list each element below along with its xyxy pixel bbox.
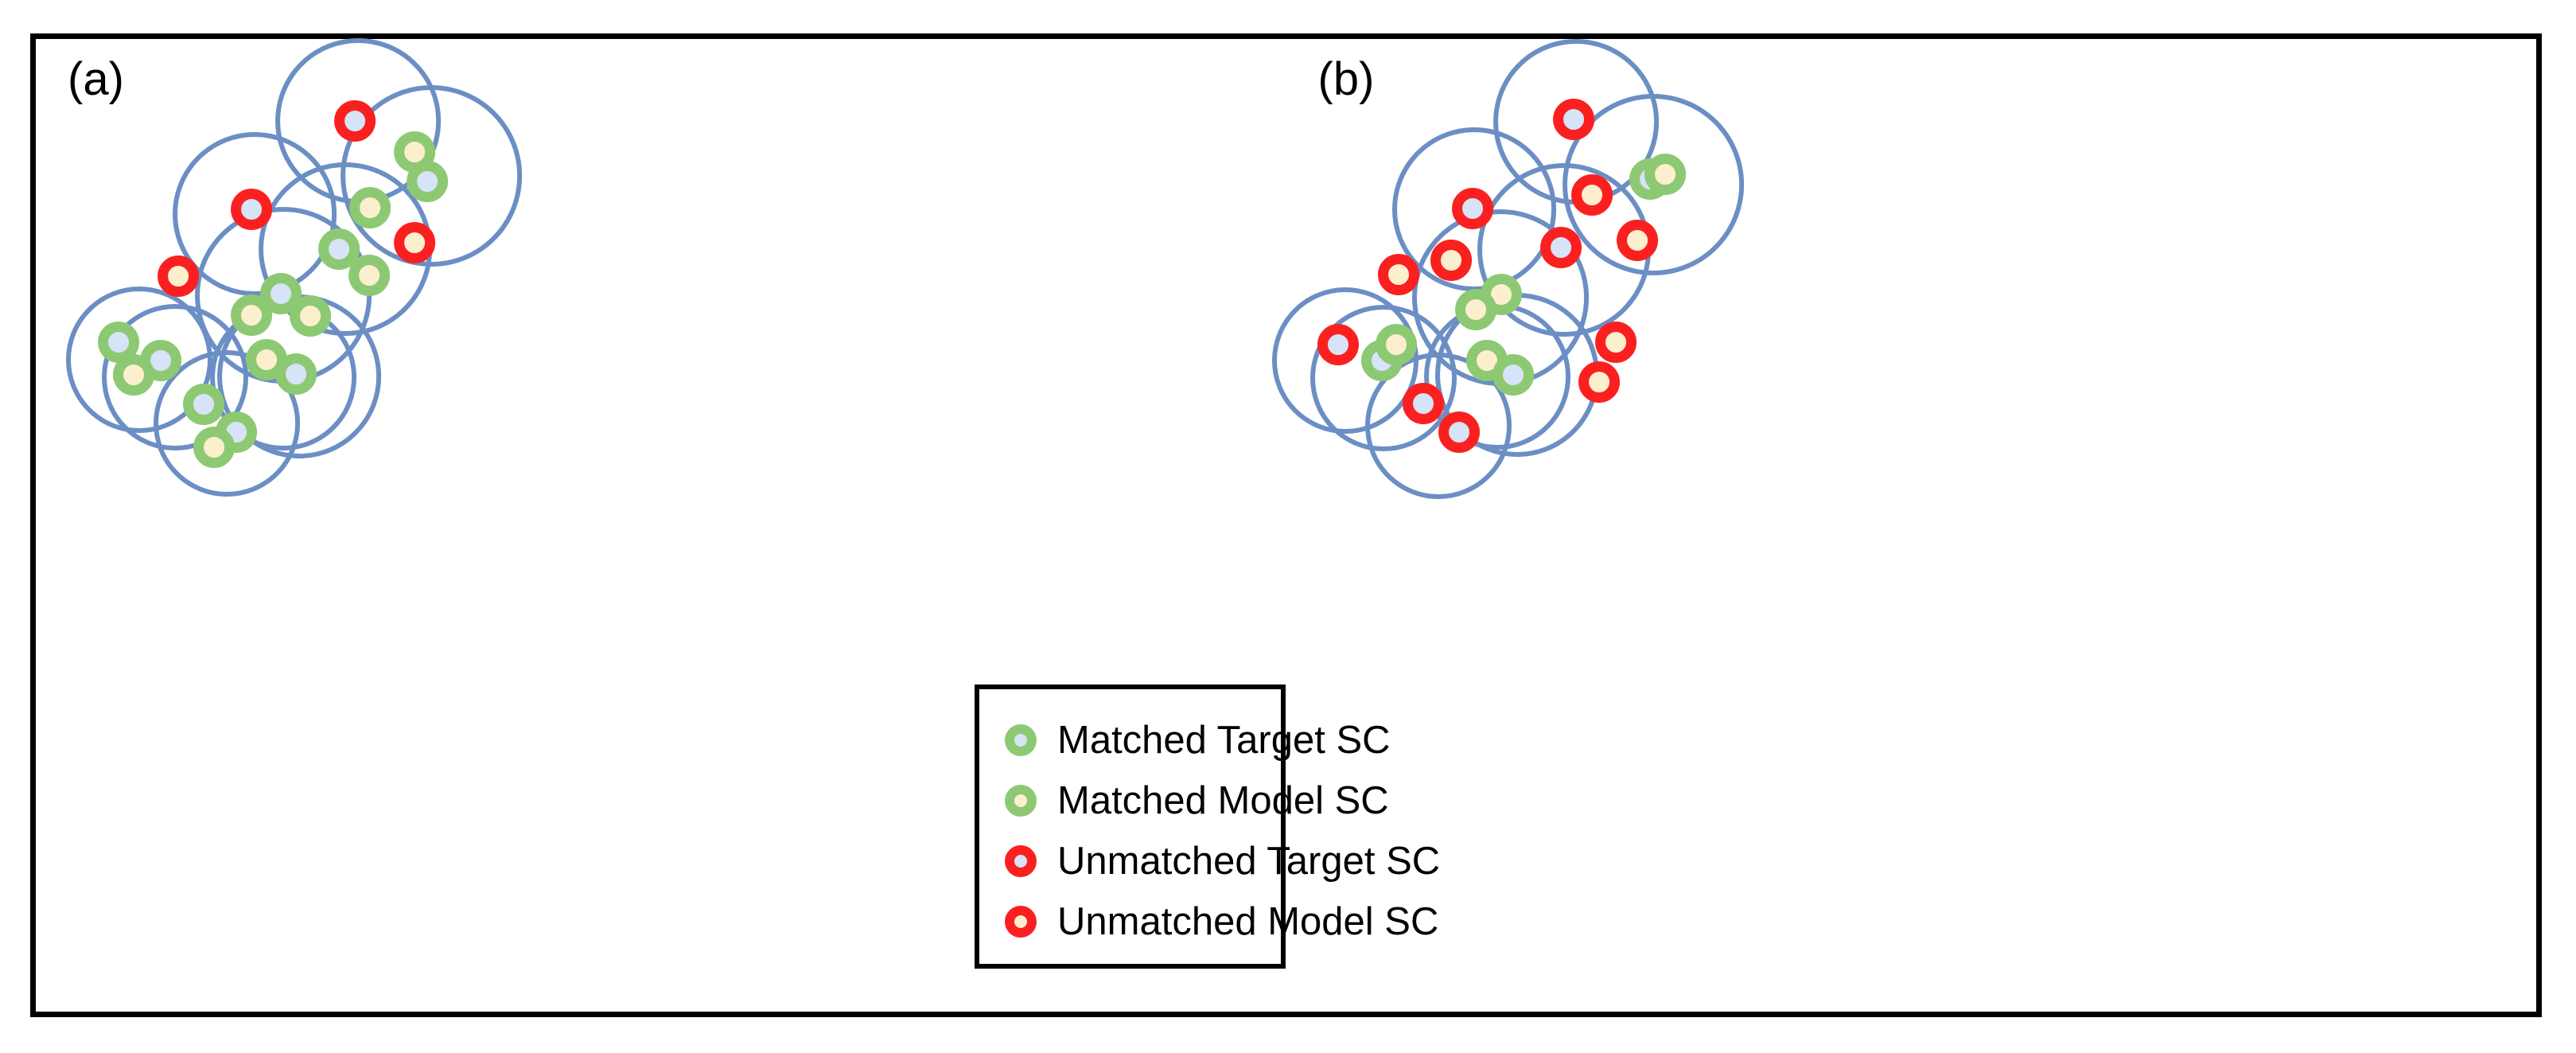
legend-item: Unmatched Target SC: [979, 831, 1440, 891]
marker-icon: [275, 353, 317, 395]
legend-item: Matched Model SC: [979, 770, 1389, 831]
data-point-unmatched-model: [1616, 220, 1658, 261]
marker-icon: [290, 295, 332, 337]
data-point-matched-target: [183, 384, 225, 425]
marker-icon: [349, 187, 391, 228]
data-point-unmatched-model: [1377, 254, 1419, 295]
scatter-plot-b: [1271, 39, 1744, 499]
marker-icon: [1451, 188, 1493, 229]
data-point-matched-model: [113, 354, 155, 396]
marker-icon: [260, 273, 302, 314]
marker-icon: [1430, 240, 1472, 281]
data-point-matched-target: [1492, 354, 1534, 396]
data-point-matched-model: [348, 255, 391, 296]
legend: Matched Target SC Matched Model SC Unmat…: [975, 684, 1440, 969]
marker-icon: [1616, 220, 1658, 261]
panel-a-label: (a): [68, 53, 124, 105]
unmatched-model-marker-icon: [1005, 906, 1037, 938]
marker-icon: [113, 354, 155, 396]
marker-icon: [1539, 227, 1582, 268]
marker-icon: [231, 294, 273, 336]
halo-circle: [154, 350, 301, 497]
halo-circle: [102, 304, 249, 450]
legend-item: Matched Target SC: [979, 710, 1391, 770]
marker-icon: [1377, 254, 1419, 295]
matched-target-marker-icon: [1005, 724, 1037, 756]
halo-circle: [173, 132, 337, 296]
marker-icon: [1492, 354, 1534, 396]
marker-icon: [158, 255, 200, 297]
data-point-unmatched-model: [394, 222, 436, 263]
legend-item-label: Unmatched Model SC: [1057, 899, 1439, 943]
marker-icon: [334, 100, 376, 142]
marker-icon: [394, 222, 436, 263]
marker-icon: [183, 384, 225, 425]
halo-circle: [1391, 127, 1556, 291]
data-point-matched-model: [1375, 324, 1417, 365]
scatter-plot-a: [66, 38, 523, 497]
data-point-matched-target: [98, 322, 140, 363]
data-point-matched-target: [260, 273, 302, 314]
marker-icon: [407, 161, 449, 202]
data-point-unmatched-model: [1430, 240, 1472, 281]
panel-b: (b): [1271, 39, 2537, 1012]
marker-icon: [1317, 324, 1359, 365]
figure-frame: (a) (b) Matched Target SC Matched Model …: [30, 33, 2542, 1017]
data-point-matched-model: [290, 295, 332, 337]
data-point-matched-model: [1644, 154, 1686, 195]
data-point-unmatched-model: [158, 255, 200, 297]
marker-icon: [1402, 383, 1444, 424]
data-point-unmatched-target: [1402, 383, 1444, 424]
marker-icon: [1375, 324, 1417, 365]
data-point-matched-model: [1454, 289, 1496, 330]
data-point-unmatched-target: [1539, 227, 1582, 268]
data-point-matched-model: [193, 427, 235, 468]
data-point-matched-target: [318, 228, 360, 270]
marker-icon: [231, 189, 273, 230]
marker-icon: [1644, 154, 1686, 195]
marker-icon: [1454, 289, 1496, 330]
marker-icon: [1570, 174, 1613, 216]
data-point-unmatched-target: [231, 189, 273, 230]
unmatched-target-marker-icon: [1005, 845, 1037, 877]
marker-icon: [1552, 99, 1594, 140]
marker-icon: [318, 228, 360, 270]
halo-circle: [1562, 94, 1744, 275]
data-point-unmatched-target: [1451, 188, 1493, 229]
marker-icon: [348, 255, 391, 296]
data-point-matched-model: [349, 187, 391, 228]
legend-item-label: Matched Model SC: [1057, 778, 1389, 822]
data-point-matched-target: [275, 353, 317, 395]
data-point-unmatched-model: [1594, 322, 1636, 363]
data-point-unmatched-model: [1570, 174, 1613, 216]
legend-item-label: Unmatched Target SC: [1057, 839, 1441, 883]
legend-item: Unmatched Model SC: [979, 891, 1438, 952]
matched-model-marker-icon: [1005, 785, 1037, 817]
data-point-matched-target: [407, 161, 449, 202]
data-point-unmatched-target: [1552, 99, 1594, 140]
marker-icon: [193, 427, 235, 468]
halo-circle: [1309, 305, 1457, 451]
marker-icon: [98, 322, 140, 363]
marker-icon: [1438, 411, 1480, 453]
halo-circle: [1364, 353, 1512, 499]
panel-b-label: (b): [1317, 53, 1375, 105]
marker-icon: [1578, 361, 1620, 403]
data-point-unmatched-target: [1317, 324, 1359, 365]
panel-a: (a): [36, 38, 1286, 1012]
data-point-unmatched-target: [334, 100, 376, 142]
legend-item-label: Matched Target SC: [1057, 718, 1391, 762]
data-point-unmatched-model: [1578, 361, 1620, 403]
data-point-matched-model: [231, 294, 273, 336]
marker-icon: [1594, 322, 1636, 363]
halo-circle: [66, 287, 213, 433]
data-point-unmatched-target: [1438, 411, 1480, 453]
halo-circle: [340, 85, 523, 267]
